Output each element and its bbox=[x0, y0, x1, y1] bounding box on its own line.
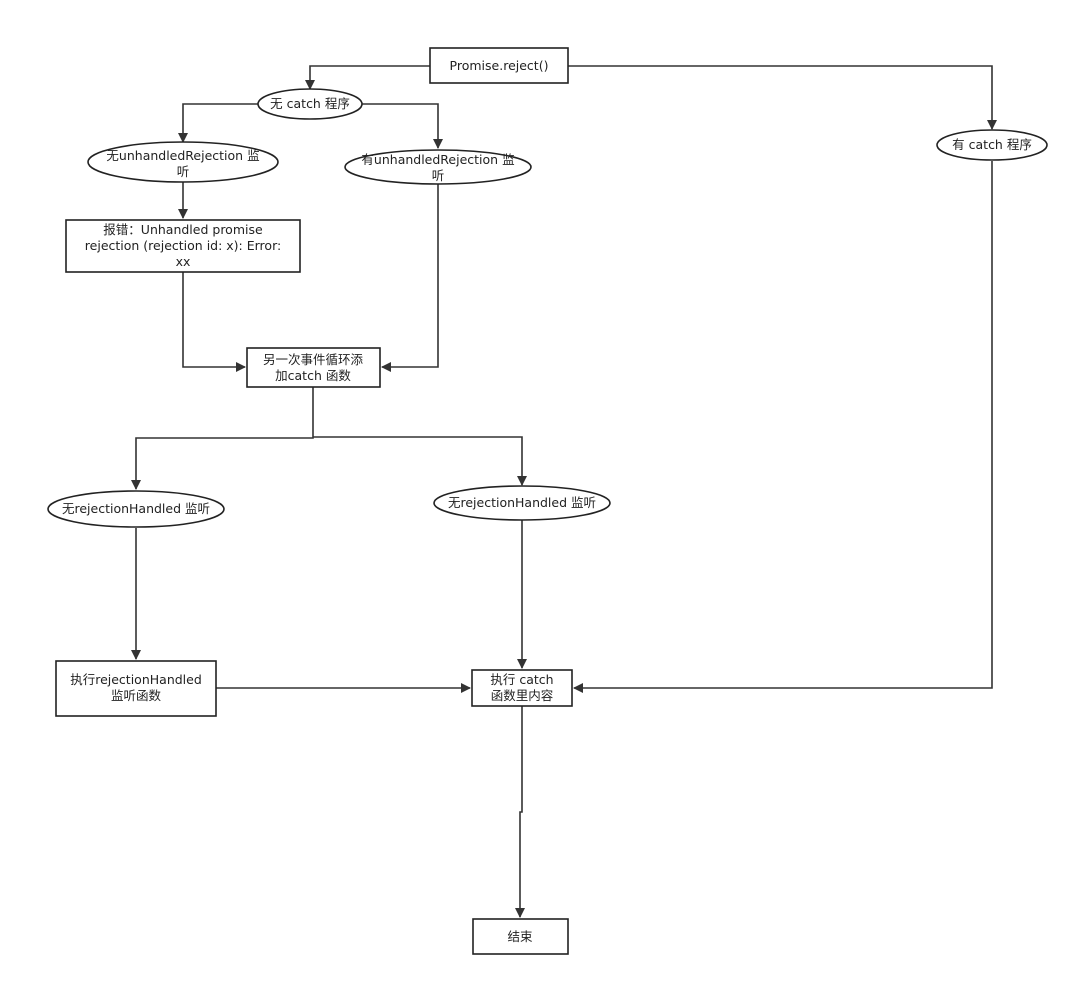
node-label-line2: 听 bbox=[177, 164, 190, 179]
node-label-line2: 听 bbox=[432, 168, 445, 183]
node-label-line1: 有unhandledRejection 监 bbox=[361, 152, 514, 167]
edge-no-catch-to-no-unhandled bbox=[178, 103, 258, 143]
edge-no-catch-to-has-unhandled bbox=[362, 103, 443, 149]
edge-has-catch-to-exec-catch bbox=[573, 161, 993, 693]
edge-reject-to-has-catch bbox=[568, 65, 997, 130]
node-no-unhandled-listener: 无unhandledRejection 监 听 bbox=[87, 141, 279, 183]
edge-add-catch-to-left-branch bbox=[131, 387, 314, 490]
node-label: Promise.reject() bbox=[450, 58, 549, 73]
node-promise-reject: Promise.reject() bbox=[429, 47, 569, 84]
node-label: 结束 bbox=[507, 929, 533, 944]
node-label-line2: 函数里内容 bbox=[491, 688, 554, 703]
edge-exec-catch-to-end bbox=[515, 706, 525, 918]
node-label-line1: 报错：Unhandled promise bbox=[103, 222, 263, 237]
edge-has-unhandled-to-add-catch bbox=[381, 184, 439, 372]
node-exec-rejection-handled: 执行rejectionHandled 监听函数 bbox=[55, 660, 217, 717]
node-label: 无rejectionHandled 监听 bbox=[62, 501, 210, 516]
node-label: 无 catch 程序 bbox=[270, 96, 350, 111]
node-label-line2: 加catch 函数 bbox=[275, 368, 351, 383]
node-has-unhandled-listener: 有unhandledRejection 监 听 bbox=[344, 149, 532, 185]
node-exec-catch: 执行 catch 函数里内容 bbox=[471, 669, 573, 707]
edge-add-catch-to-right-branch bbox=[313, 436, 527, 486]
edge-reject-to-no-catch bbox=[305, 65, 430, 90]
node-label-line1: 执行 catch bbox=[490, 672, 553, 687]
node-label: 无rejectionHandled 监听 bbox=[448, 495, 596, 510]
node-label-line3: xx bbox=[176, 254, 191, 269]
edge-error-to-add-catch bbox=[182, 272, 246, 372]
node-error-report: 报错：Unhandled promise rejection (rejectio… bbox=[65, 219, 301, 273]
node-add-catch-next-loop: 另一次事件循环添 加catch 函数 bbox=[246, 347, 381, 388]
edges bbox=[131, 65, 997, 918]
node-has-catch: 有 catch 程序 bbox=[936, 129, 1048, 161]
node-end: 结束 bbox=[472, 918, 569, 955]
node-label-line2: 监听函数 bbox=[111, 688, 162, 703]
node-label-line1: 另一次事件循环添 bbox=[263, 352, 364, 367]
node-label-line1: 无unhandledRejection 监 bbox=[106, 148, 259, 163]
node-no-catch: 无 catch 程序 bbox=[257, 88, 363, 120]
node-no-rejection-handled-right: 无rejectionHandled 监听 bbox=[433, 485, 611, 521]
node-label: 有 catch 程序 bbox=[952, 137, 1032, 152]
node-label-line2: rejection (rejection id: x): Error: bbox=[85, 238, 281, 253]
node-label-line1: 执行rejectionHandled bbox=[70, 672, 202, 687]
node-no-rejection-handled-left: 无rejectionHandled 监听 bbox=[47, 490, 225, 528]
